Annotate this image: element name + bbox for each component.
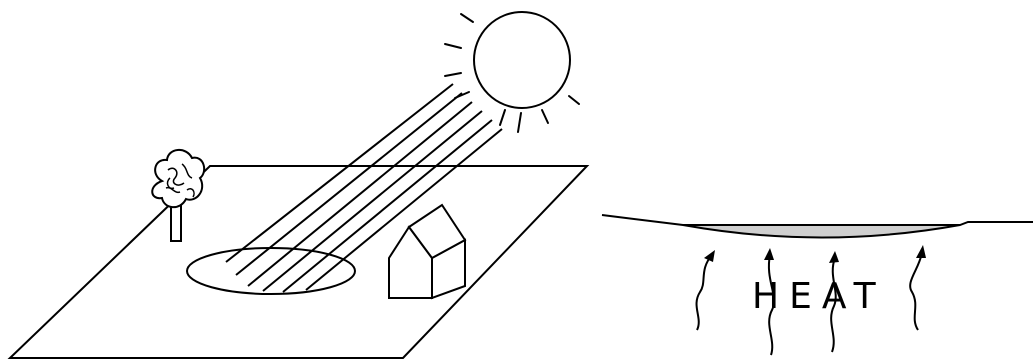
heat-arrowhead-2 [764, 248, 774, 260]
heat-arrow-2 [767, 254, 775, 356]
heat-arrowheads [704, 245, 926, 263]
heat-arrows [695, 251, 923, 356]
heat-arrowhead-3 [829, 251, 839, 263]
ground-profile [601, 214, 1033, 239]
tree-trunk [170, 204, 182, 242]
house-roof [407, 203, 467, 260]
pond-ellipse [186, 247, 356, 295]
tree-icon [151, 149, 206, 242]
house-icon [388, 203, 467, 300]
ground-surface-line [601, 214, 1033, 226]
heat-arrow-3 [830, 257, 837, 353]
ground-plane [7, 165, 590, 359]
heat-arrow-4 [909, 251, 923, 331]
tree-canopy [151, 149, 206, 209]
pool-bottom-curve [682, 224, 961, 239]
heat-arrowhead-4 [916, 245, 926, 258]
heat-arrow-1 [695, 254, 713, 331]
sunlight-beams [225, 83, 503, 293]
sun-disc [473, 11, 571, 109]
sun-icon [444, 11, 580, 133]
heat-arrowhead-1 [704, 250, 715, 262]
